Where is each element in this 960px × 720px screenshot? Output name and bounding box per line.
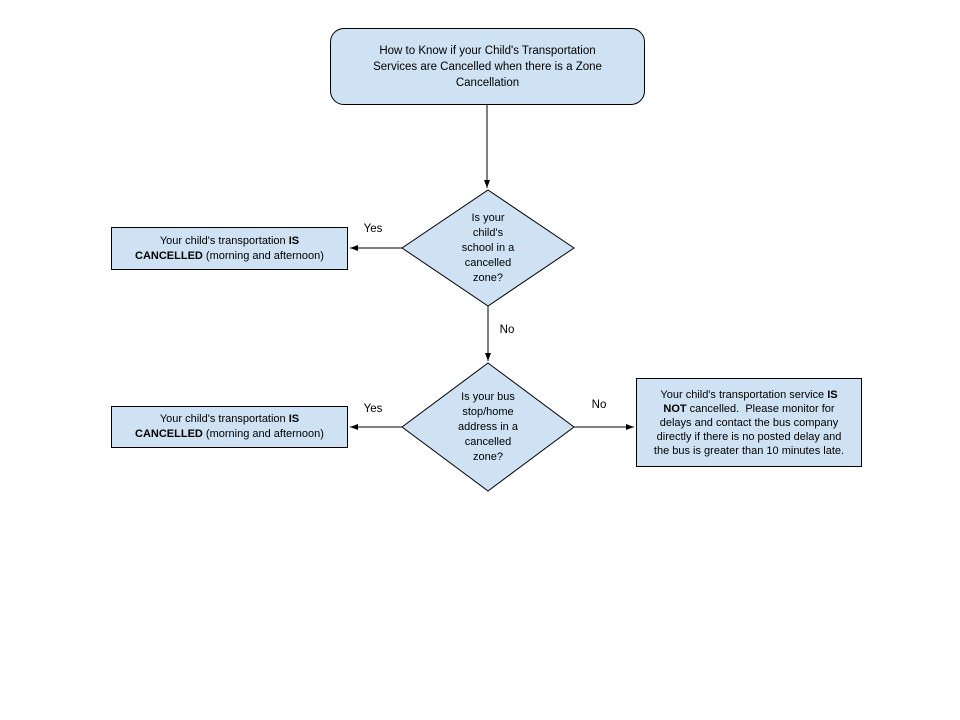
title-line: Cancellation: [455, 76, 520, 89]
outcome-cancelled-top-box: Your child's transportation IS CANCELLED…: [111, 227, 348, 270]
decision-bus-stop-text: Is your bus stop/home address in a cance…: [458, 390, 518, 463]
outcome-cancelled-bottom-box: Your child's transportation IS CANCELLED…: [111, 406, 348, 448]
decision-bus-stop-diamond: [401, 362, 575, 492]
edge-label-yes-bus-stop: Yes: [363, 403, 383, 415]
decision-school-diamond: [401, 189, 575, 307]
decision-school-text: Is your child's school in a cancelled zo…: [461, 211, 515, 284]
title-line: Services are Cancelled when there is a Z…: [373, 60, 602, 73]
edge-label-no-school: No: [499, 324, 515, 336]
edge-label-no-bus-stop: No: [591, 399, 607, 411]
title-line: How to Know if your Child's Transportati…: [379, 44, 596, 57]
title-box: How to Know if your Child's Transportati…: [330, 28, 645, 105]
outcome-not-cancelled-box: Your child's transportation service IS N…: [636, 378, 862, 467]
edge-label-yes-school: Yes: [363, 223, 383, 235]
